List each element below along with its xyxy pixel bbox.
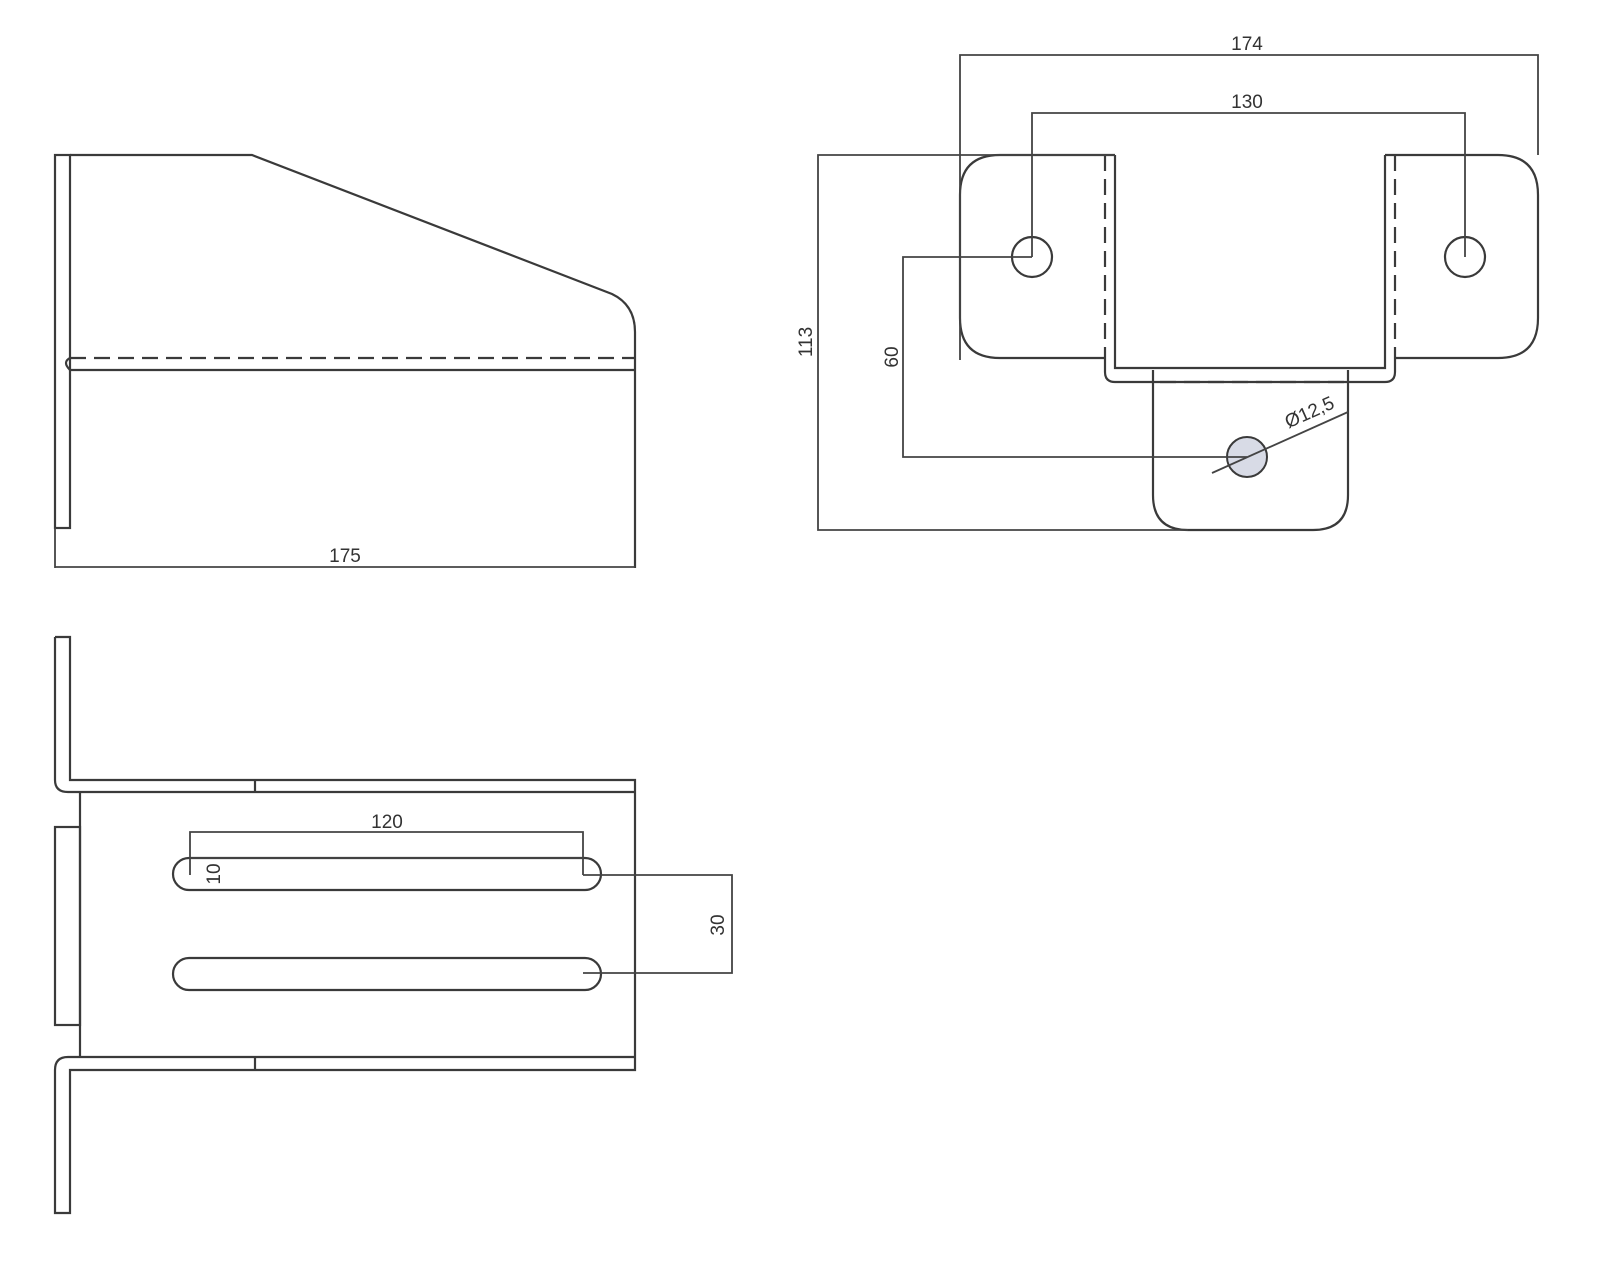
dim-diameter-leader (1211, 411, 1349, 474)
dim-120-line (189, 831, 584, 875)
dim-120-label: 120 (371, 812, 403, 833)
top-tab (1151, 370, 1350, 532)
dim-175-label: 175 (329, 546, 361, 567)
side-outline-outer (53, 635, 637, 1215)
top-channel-inner (1113, 155, 1387, 370)
side-back-block (53, 825, 82, 1027)
front-flange (53, 153, 72, 530)
front-outline (70, 153, 637, 568)
side-view: 120 10 30 (53, 635, 733, 1215)
dim-174-label: 174 (1231, 34, 1263, 55)
front-bend-line (64, 357, 635, 372)
top-channel-outer (1103, 358, 1397, 384)
dim-60-line (902, 256, 1247, 458)
dim-174-line (959, 54, 1539, 360)
dim-113-line (817, 154, 1188, 531)
front-view: 175 (53, 153, 637, 568)
dim-diameter-label: Ø12,5 (1282, 393, 1338, 433)
slot-upper (171, 856, 603, 892)
top-right-wing (1385, 153, 1540, 360)
dim-30-line (583, 874, 733, 974)
dim-130-line (1031, 112, 1466, 257)
dim-113-label: 113 (796, 327, 817, 357)
dim-30-label: 30 (708, 914, 729, 935)
top-view: 174 130 113 60 Ø12,5 (796, 34, 1540, 532)
dim-60-label: 60 (882, 346, 903, 367)
side-top-flange (53, 637, 635, 794)
dim-130-label: 130 (1231, 92, 1263, 113)
slot-lower (171, 956, 603, 992)
dim-10-label: 10 (204, 863, 225, 884)
